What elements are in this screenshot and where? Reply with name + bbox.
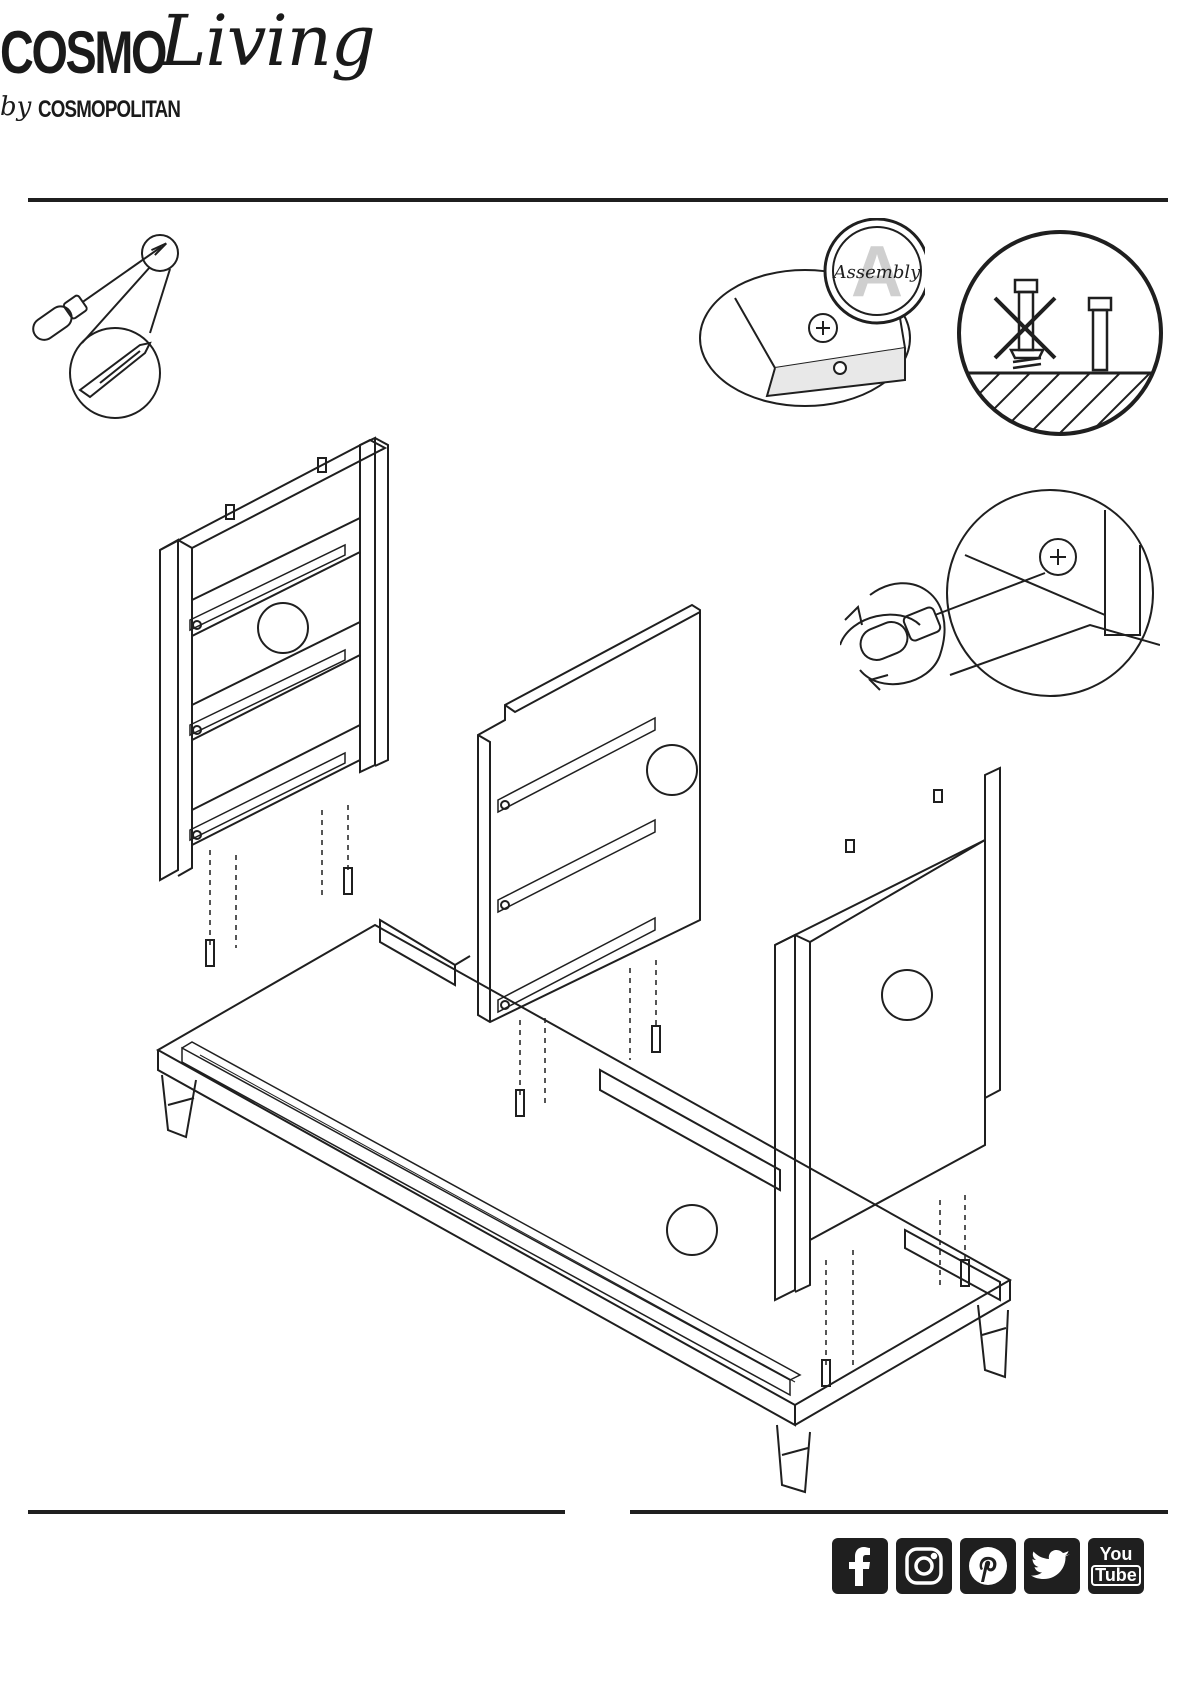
logo-by: by	[0, 92, 31, 122]
logo-script: Living	[160, 0, 375, 82]
youtube-label-top: You	[1091, 1546, 1141, 1563]
social-links: You Tube	[832, 1538, 1144, 1594]
logo-wordmark: COSMO	[0, 18, 165, 87]
youtube-label-bottom: Tube	[1091, 1565, 1141, 1586]
middle-divider-panel	[478, 605, 700, 1116]
right-side-panel	[775, 768, 1000, 1386]
base-frame	[158, 920, 1010, 1492]
facebook-icon[interactable]	[832, 1538, 888, 1594]
footer-rule-right	[630, 1510, 1168, 1514]
instagram-icon[interactable]	[896, 1538, 952, 1594]
footer-rule-left	[28, 1510, 565, 1514]
brand-logo: COSMO Living by COSMOPOLITAN	[0, 0, 360, 140]
logo-publisher: COSMOPOLITAN	[38, 96, 180, 124]
pinterest-icon[interactable]	[960, 1538, 1016, 1594]
left-side-panel	[160, 438, 388, 966]
youtube-icon[interactable]: You Tube	[1088, 1538, 1144, 1594]
cabinet-exploded-view	[0, 200, 1191, 1500]
twitter-icon[interactable]	[1024, 1538, 1080, 1594]
